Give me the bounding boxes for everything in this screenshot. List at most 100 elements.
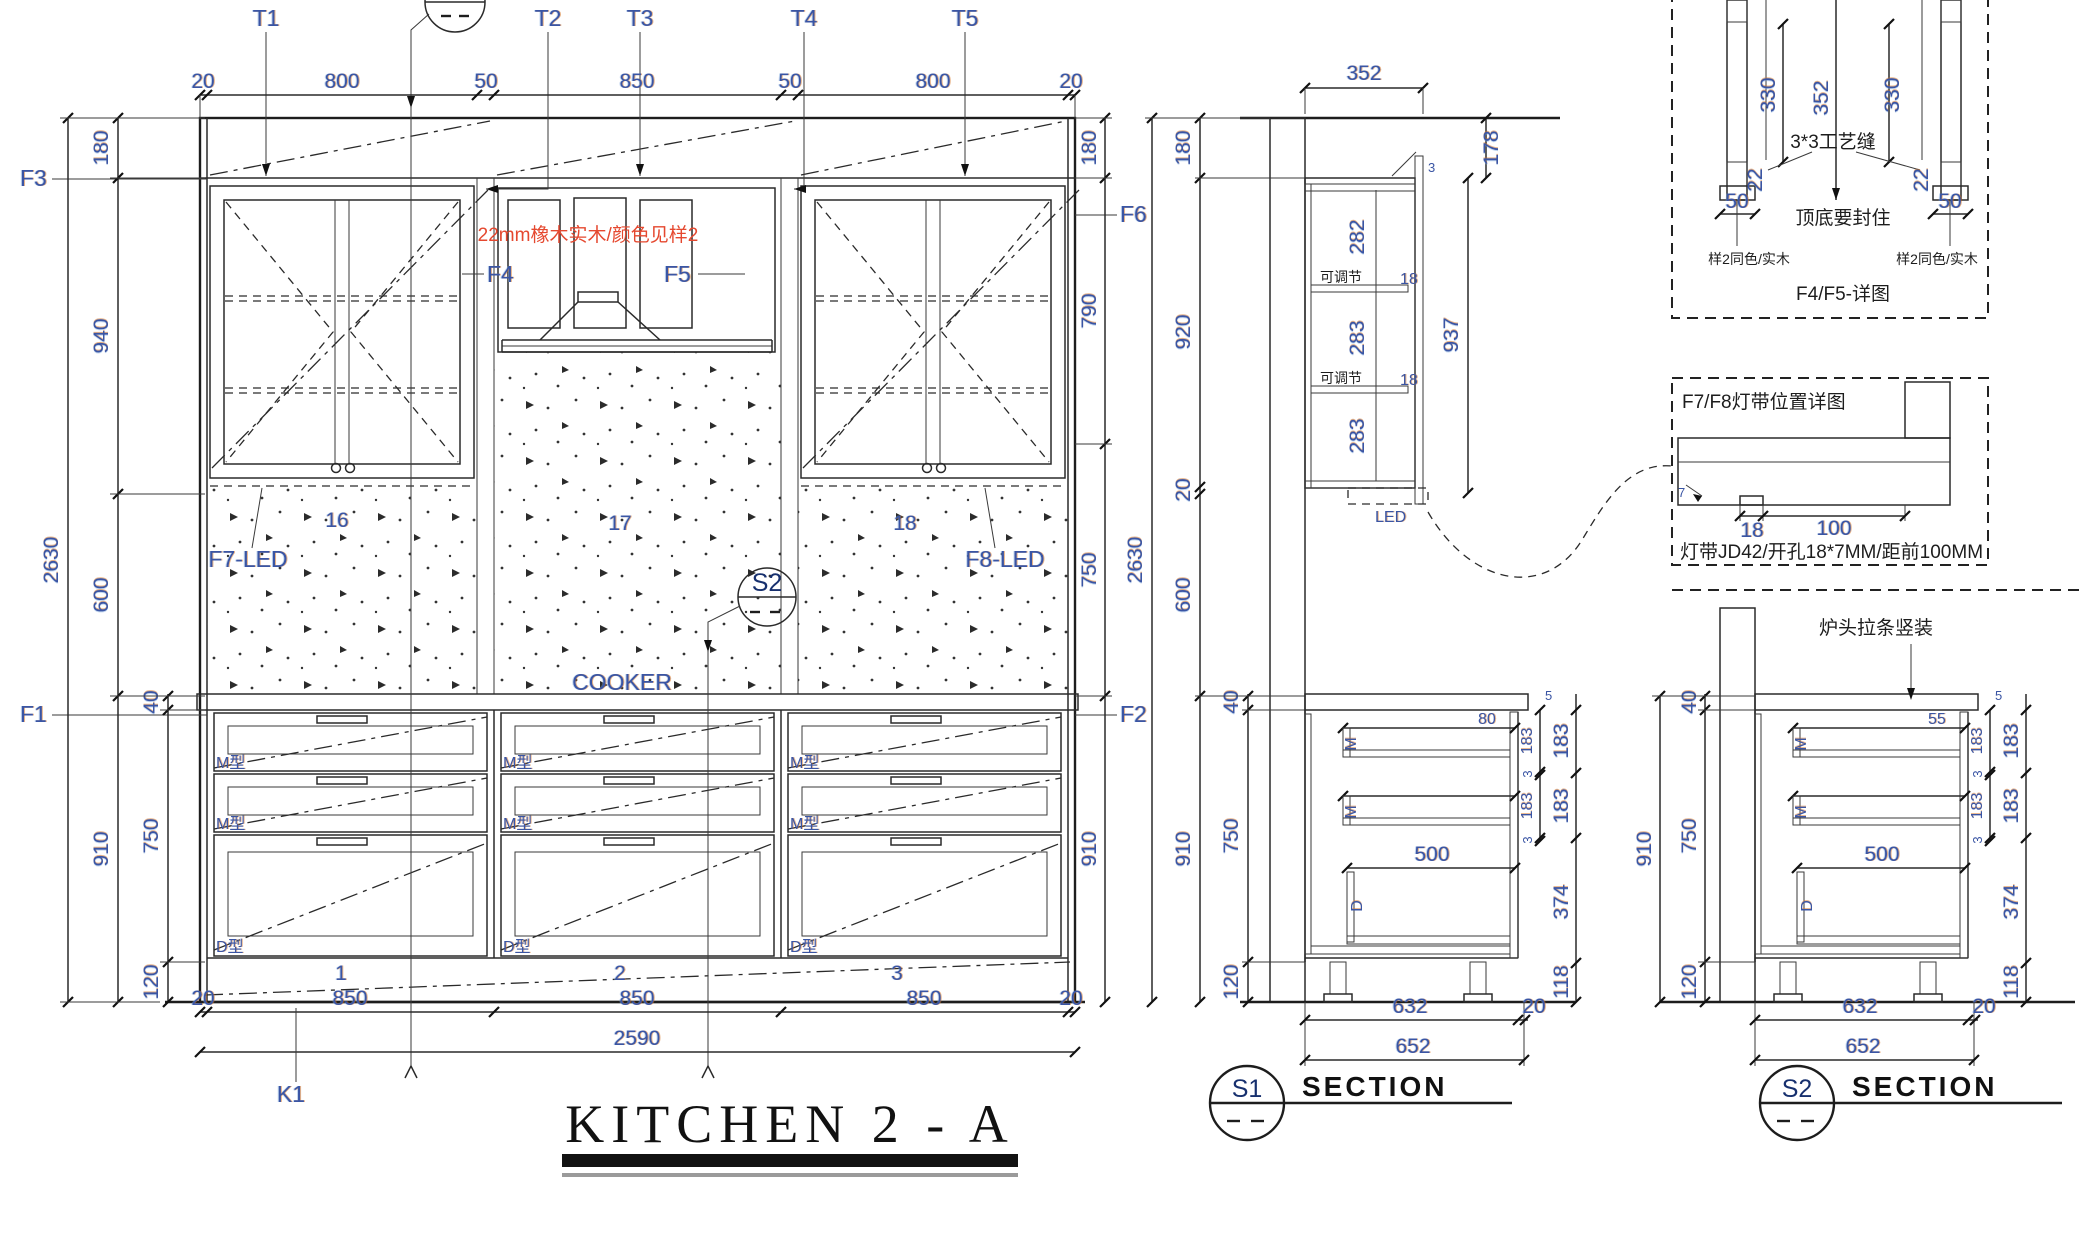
dim: 920 [1172,314,1195,349]
dim: 910 [1172,831,1195,866]
dim: 800 [324,70,359,93]
dim: 940 [90,318,113,353]
dim: 40 [140,690,163,713]
detail-title: F7/F8灯带位置详图 [1682,391,1846,413]
bay-number: 1 [335,962,347,985]
dim: 22 [1910,168,1933,191]
dim: 330 [1881,77,1904,112]
s1-section-label: S1 SECTION [1208,1064,1512,1142]
counter-section [1304,693,1529,711]
section-word: SECTION [1852,1071,1997,1102]
label-t2: T2 [535,5,562,31]
dim: 283 [1346,418,1369,453]
dim: 55 [1928,711,1946,728]
dim: 750 [1078,552,1101,587]
section-s1-view: 282 283 283 可调节 可调节 18 18 3 LED 352 178 … [1124,62,1673,1142]
detail-f4f5: 330 352 330 3*3工艺缝 22 22 50 50 顶底要封住 样2同… [1671,0,1989,319]
dim: 330 [1757,77,1780,112]
wall-section [1719,607,1756,1003]
front-labels: F3 F1 F6 F2 F4 F5 [20,165,1147,727]
drawer-handle [316,837,368,846]
drawer-m-label: M [1343,805,1360,818]
section-s2-view: 55 炉头拉条竖装 910 40 750 120 S2 SECTION [1633,607,2075,1142]
dim: 3 [1520,770,1535,777]
dim: 352 [1346,62,1381,85]
section-id: S2 [1782,1075,1813,1103]
dim: 3 [1428,160,1435,175]
led-strip-box [1347,487,1429,505]
drawer-handle [316,715,368,724]
section-id: S1 [1232,1075,1263,1103]
cabinet-leg [1329,961,1347,995]
dim: 5 [1545,688,1552,703]
splash-number-16: 16 [325,509,348,532]
countertop [196,693,1079,711]
shelf [1310,284,1409,293]
label-t1: T1 [253,5,280,31]
dim: 750 [140,818,163,853]
dim: 18 [1740,519,1763,542]
drawing-title: KITCHEN 2 - A [562,1094,1018,1177]
door-knob [344,462,356,474]
led-spec-note: 灯带JD42/开孔18*7MM/距前100MM [1680,541,1983,563]
label-f1: F1 [20,701,47,727]
label-f3: F3 [20,165,47,191]
upper-cabinet [209,185,489,487]
top-panel-labels: T1 T2 T3 T4 T5 [253,5,978,193]
dim: 20 [1059,987,1082,1010]
dim: 18 [1400,271,1418,288]
dim: 750 [1220,818,1243,853]
dim: 50 [474,70,497,93]
dim: 40 [1678,690,1701,713]
drawer-type-label: M型 [216,815,245,833]
label-f2: F2 [1120,701,1147,727]
base-drawer-column: M型 M型 D型 [213,712,488,957]
hood-chimney [577,291,619,303]
bay-number: 2 [614,962,626,985]
detail-f7f8: F7/F8灯带位置详图 7 18 100 灯带JD42/开孔18*7MM/距前1… [1671,377,2085,591]
dim: 180 [1172,130,1195,165]
plinth-swing-line [204,961,1071,996]
dim: 282 [1346,219,1369,254]
base-drawer-column-3 [787,712,1062,957]
dim: 183 [1519,793,1536,820]
splash-number-18: 18 [893,512,916,535]
dim: 790 [1078,293,1101,328]
label-t3: T3 [627,5,654,31]
dim: 178 [1480,130,1503,165]
dim: 937 [1440,317,1463,352]
s2-left-dimensions: 910 40 750 120 [1633,689,1755,1009]
dim: 50 [778,70,801,93]
dim: 3 [1520,836,1535,843]
detail-leader-curve [1427,465,1673,578]
dim: 910 [1633,831,1656,866]
drawer-type-label: D型 [216,938,244,956]
dim: 850 [619,70,654,93]
dim: 500 [1414,843,1449,866]
adjustable-note: 可调节 [1320,269,1362,285]
dim: 632 [1392,995,1427,1018]
label-f5: F5 [664,261,691,287]
dim: 20 [1172,478,1195,501]
dim: 180 [1078,130,1101,165]
dim: 600 [90,577,113,612]
drawer-type-label: M型 [216,754,245,772]
elevation-view: 22mm橡木实木/颜色见样2 16 17 18 F7-LED F8-LED CO… [20,0,1147,1177]
dim: 910 [90,831,113,866]
dim: 800 [915,70,950,93]
dim: 20 [1522,995,1545,1018]
label-f6: F6 [1120,201,1147,227]
dim: 22 [1744,168,1767,191]
dim: 2630 [40,537,63,584]
dim: 352 [1810,80,1833,115]
cut-id-s1: S1 [440,0,471,2]
door-knob [330,462,342,474]
s2-section-label: S2 SECTION [1758,1064,2062,1142]
wood-note: 样2同色/实木 [1896,251,1978,267]
dim: 40 [1220,690,1243,713]
led-label-f8: F8-LED [965,546,1044,572]
cabinet-leg [1469,961,1487,995]
wood-note: 样2同色/实木 [1708,251,1790,267]
base-drawer-column-2 [500,712,775,957]
